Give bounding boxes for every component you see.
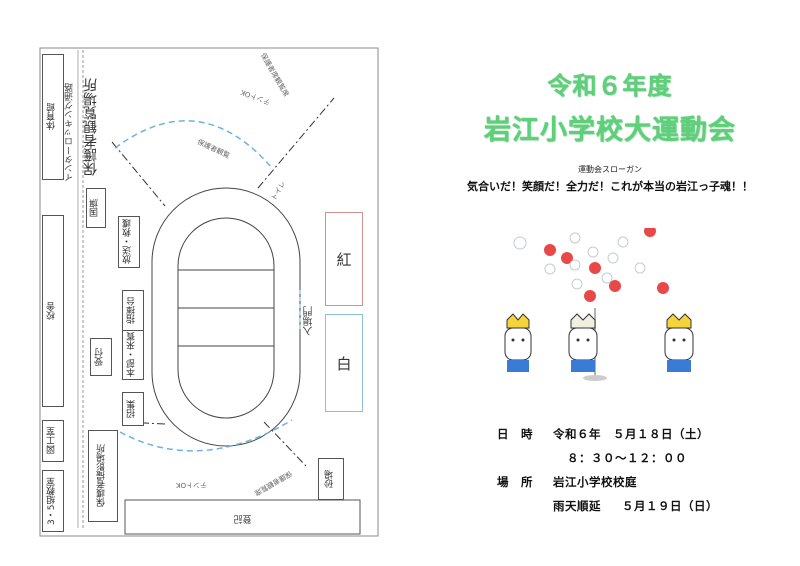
date-label: 日 時 <box>497 427 533 441</box>
school-label: 校舎 <box>47 302 58 320</box>
kid-right <box>664 313 694 372</box>
boundary-line <box>257 97 335 189</box>
date-value: 令和６年 ５月１８日（土） <box>553 427 709 441</box>
ball-red <box>544 244 556 256</box>
red-team-label: 紅 <box>334 251 353 267</box>
viewing-arc-bottom <box>119 419 293 452</box>
flag-box: 国旗 <box>86 188 106 228</box>
checkin-label: 招集 <box>127 400 138 418</box>
class-room-box: 3・5組教室 <box>42 470 64 532</box>
craft-room-box: 図工室 <box>42 420 64 462</box>
boundary-line <box>111 141 166 207</box>
interlocking-label: インターロッキング通路 <box>65 83 75 182</box>
school-building-box: 校舎 <box>42 215 64 407</box>
kid-middle <box>568 313 598 372</box>
tent-ok-bottom-label: テントOK <box>176 481 208 489</box>
red-team-box: 紅 <box>325 212 363 306</box>
release-label: 放送・救護 <box>123 219 134 265</box>
ball-white <box>569 232 581 244</box>
ball-red <box>589 262 601 274</box>
rain-label: 雨天順延 <box>553 499 601 513</box>
ball-white <box>544 263 556 275</box>
grandstand-box: 登記 <box>125 500 360 534</box>
viewing-arc-top <box>114 120 273 169</box>
white-team-box: 白 <box>325 314 363 412</box>
map-frame <box>39 47 379 537</box>
track-inner <box>177 217 275 419</box>
class-label: 3・5組教室 <box>47 477 58 525</box>
ball-white <box>569 259 581 271</box>
ball-red <box>609 280 621 292</box>
headquarters-box: 本部・来賓 <box>122 330 144 380</box>
flag-label: 国旗 <box>90 199 101 217</box>
grandstand-label: 登記 <box>233 512 252 523</box>
craft-label: 図工室 <box>47 427 58 455</box>
title-line2: 岩江小学校大運動会 <box>484 115 736 146</box>
bottom-building <box>124 499 361 535</box>
gym-box: 体育館 <box>42 54 64 180</box>
ball-white <box>571 278 583 290</box>
ball-red <box>657 282 669 294</box>
photo-area-label: 保護者撮影場所 <box>97 444 108 508</box>
track-outer <box>151 187 301 447</box>
ball-white <box>587 246 599 258</box>
slogan-label: 運動会スローガン <box>578 165 642 174</box>
kid-left <box>504 313 532 372</box>
sand-box: 砂場 <box>318 458 344 500</box>
release-box: 放送・救護 <box>118 216 140 268</box>
ball-white <box>607 252 619 264</box>
photo-area-box: 保護者撮影場所 <box>88 430 118 522</box>
basket-base <box>583 375 607 381</box>
ball-white <box>617 236 629 248</box>
reception-box: 受付 <box>90 338 112 376</box>
ball-red <box>644 228 656 237</box>
rain-value: ５月１９日（日） <box>622 499 718 513</box>
slogan: 気合いだ！笑顔だ！全力だ！これが本当の岩江っ子魂！！ <box>467 180 753 193</box>
ball-toss-illustration <box>504 228 694 381</box>
time-value: ８：３０～１２：００ <box>567 451 687 465</box>
boundary-line <box>263 421 307 467</box>
white-team-label: 白 <box>334 355 353 371</box>
headquarters-label: 本部・来賓 <box>127 332 138 378</box>
ball-white <box>634 262 646 274</box>
place-label: 場 所 <box>497 475 533 489</box>
entrance-label: 入場門 <box>304 306 315 336</box>
parent-seating-label: 保護者観覧場所 <box>83 78 99 176</box>
stand-label: 指揮台 <box>127 297 138 325</box>
sand-label: 砂場 <box>325 470 336 488</box>
checkin-box: 招集 <box>122 392 144 426</box>
ball-white <box>513 236 527 250</box>
gym-label: 体育館 <box>47 103 58 131</box>
ball-white <box>601 272 613 284</box>
stand-box: 指揮台 <box>122 290 144 332</box>
title-line1: 令和６年度 <box>547 72 673 100</box>
ball-red <box>561 252 573 264</box>
ball-red <box>584 290 596 302</box>
reception-label: 受付 <box>95 348 106 366</box>
place-value: 岩江小学校校庭 <box>553 475 637 489</box>
